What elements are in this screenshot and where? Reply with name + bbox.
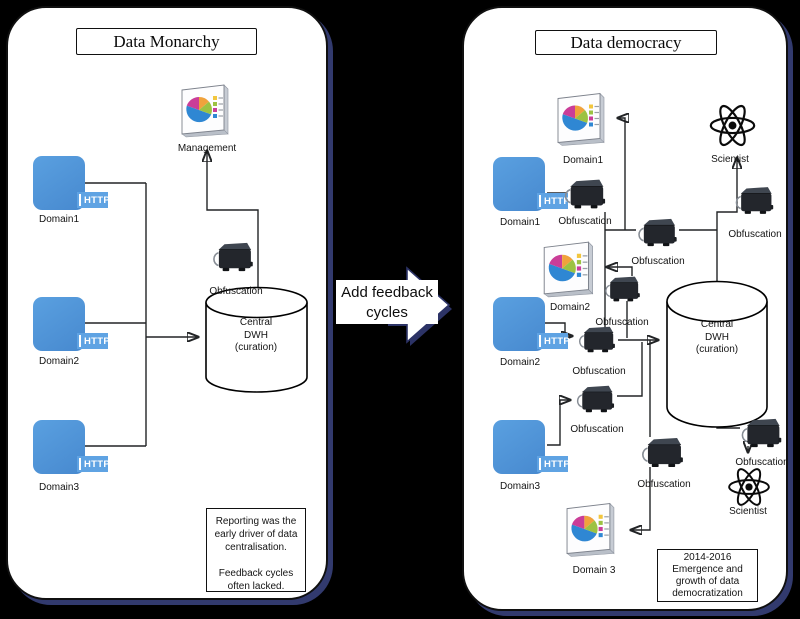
pie-chart-board-icon	[556, 90, 608, 147]
obfuscation-box-icon	[603, 275, 642, 303]
obfuscation-g-label: Obfuscation	[637, 479, 691, 490]
app-square-icon	[493, 297, 545, 351]
right-pie-domain2-label: Domain2	[549, 302, 591, 313]
dwh-line: (curation)	[695, 344, 739, 355]
obfuscation-box-icon	[211, 241, 255, 273]
right-arrow-into-pie-domain3	[631, 467, 651, 530]
obfuscation-h-label: Obfuscation	[735, 457, 789, 468]
database-cylinder-icon	[666, 280, 768, 428]
pie-chart-board-icon	[180, 82, 232, 138]
note-line	[207, 554, 305, 567]
right-dwh-text: Central DWH (curation)	[667, 319, 767, 357]
note-line: early driver of data	[214, 529, 298, 540]
left-domain3-label: Domain3	[38, 482, 80, 493]
right-domain3-to-obf-arrow	[547, 400, 570, 446]
left-panel-title-text: Data Monarchy	[113, 31, 220, 51]
http-app-icon: HTTP	[493, 420, 570, 474]
http-badge: HTTP	[537, 193, 570, 209]
app-square-icon	[493, 420, 545, 474]
app-square-icon	[493, 157, 545, 211]
add-feedback-cycles-callout: Add feedback cycles	[336, 280, 438, 324]
pie-chart-board-icon	[565, 500, 618, 558]
note-line: centralisation.	[225, 542, 287, 553]
right-domain3-label: Domain3	[499, 481, 541, 492]
http-badge: HTTP	[537, 456, 570, 472]
app-square-icon	[33, 420, 85, 474]
right-domain2-to-obf-arrow	[545, 322, 572, 336]
http-app-icon: HTTP	[493, 297, 570, 351]
http-badge: HTTP	[77, 192, 110, 208]
right-panel-title: Data democracy	[535, 30, 717, 55]
http-badge: HTTP	[537, 333, 570, 349]
http-app-icon: HTTP	[33, 420, 110, 474]
left-dwh-to-management-line	[207, 151, 259, 290]
app-square-icon	[33, 156, 85, 210]
left-dwh-text: Central DWH (curation)	[206, 317, 306, 355]
management-label: Management	[177, 143, 237, 154]
obfuscation-b-label: Obfuscation	[631, 256, 685, 267]
left-note-box: Reporting was the early driver of data c…	[206, 508, 306, 592]
right-pie-domain3-label: Domain 3	[572, 565, 616, 576]
right-panel-title-text: Data democracy	[570, 32, 682, 52]
http-app-icon: HTTP	[493, 157, 570, 211]
scientist-bottom-label: Scientist	[729, 506, 767, 517]
scientist-top-label: Scientist	[711, 154, 749, 165]
obfuscation-box-icon	[563, 177, 607, 211]
obfuscation-e-label: Obfuscation	[572, 366, 626, 377]
obfuscation-f-label: Obfuscation	[570, 424, 624, 435]
obfuscation-box-icon	[639, 436, 686, 469]
obfuscation-box-icon	[739, 417, 784, 449]
obfuscation-c-label: Obfuscation	[595, 317, 649, 328]
dwh-line: (curation)	[234, 342, 278, 353]
http-badge: HTTP	[77, 456, 110, 472]
note-line: 2014-2016	[683, 552, 732, 563]
right-arrow-into-pie-domain2	[607, 267, 633, 276]
http-app-icon: HTTP	[33, 156, 110, 210]
http-app-icon: HTTP	[33, 297, 110, 351]
callout-line: Add feedback	[341, 284, 433, 301]
atom-scientist-icon	[725, 468, 773, 506]
right-obf-f-up-line	[617, 342, 643, 397]
dwh-line: Central	[700, 319, 734, 330]
left-panel-title: Data Monarchy	[76, 28, 257, 55]
obfuscation-box-icon	[575, 325, 619, 354]
obfuscation-a-label: Obfuscation	[558, 216, 612, 227]
right-dwh-to-scientist-top-line	[716, 158, 737, 283]
app-square-icon	[33, 297, 85, 351]
left-domain1-label: Domain1	[38, 214, 80, 225]
obfuscation-box-icon	[573, 384, 618, 414]
right-arrow-into-pie-domain1	[618, 118, 625, 230]
right-domain2-label: Domain2	[499, 357, 541, 368]
note-line: often lacked.	[227, 581, 285, 592]
left-domain-trunk-line	[85, 182, 147, 447]
note-line: Emergence and	[672, 564, 743, 575]
callout-line: cycles	[366, 304, 408, 321]
note-line: Feedback cycles	[218, 568, 294, 579]
dwh-line: DWH	[705, 331, 729, 343]
left-domain2-label: Domain2	[38, 356, 80, 367]
right-domain1-label: Domain1	[499, 217, 541, 228]
note-line: democratization	[672, 588, 743, 599]
note-line: Reporting was the	[215, 516, 297, 527]
atom-scientist-icon	[708, 102, 757, 149]
pie-chart-board-icon	[542, 239, 597, 298]
obfuscation-d-label: Obfuscation	[728, 229, 782, 240]
dwh-line: Central	[239, 317, 273, 328]
dwh-line: DWH	[244, 329, 268, 341]
right-note-box: 2014-2016 Emergence and growth of data d…	[657, 549, 758, 602]
database-cylinder-icon	[205, 286, 308, 393]
obfuscation-box-icon	[734, 185, 775, 216]
obfuscation-box-icon	[635, 217, 680, 248]
http-badge: HTTP	[77, 333, 110, 349]
note-line: growth of data	[675, 576, 740, 587]
right-pie-domain1-label: Domain1	[562, 155, 604, 166]
left-obfuscation-label: Obfuscation	[209, 286, 263, 297]
